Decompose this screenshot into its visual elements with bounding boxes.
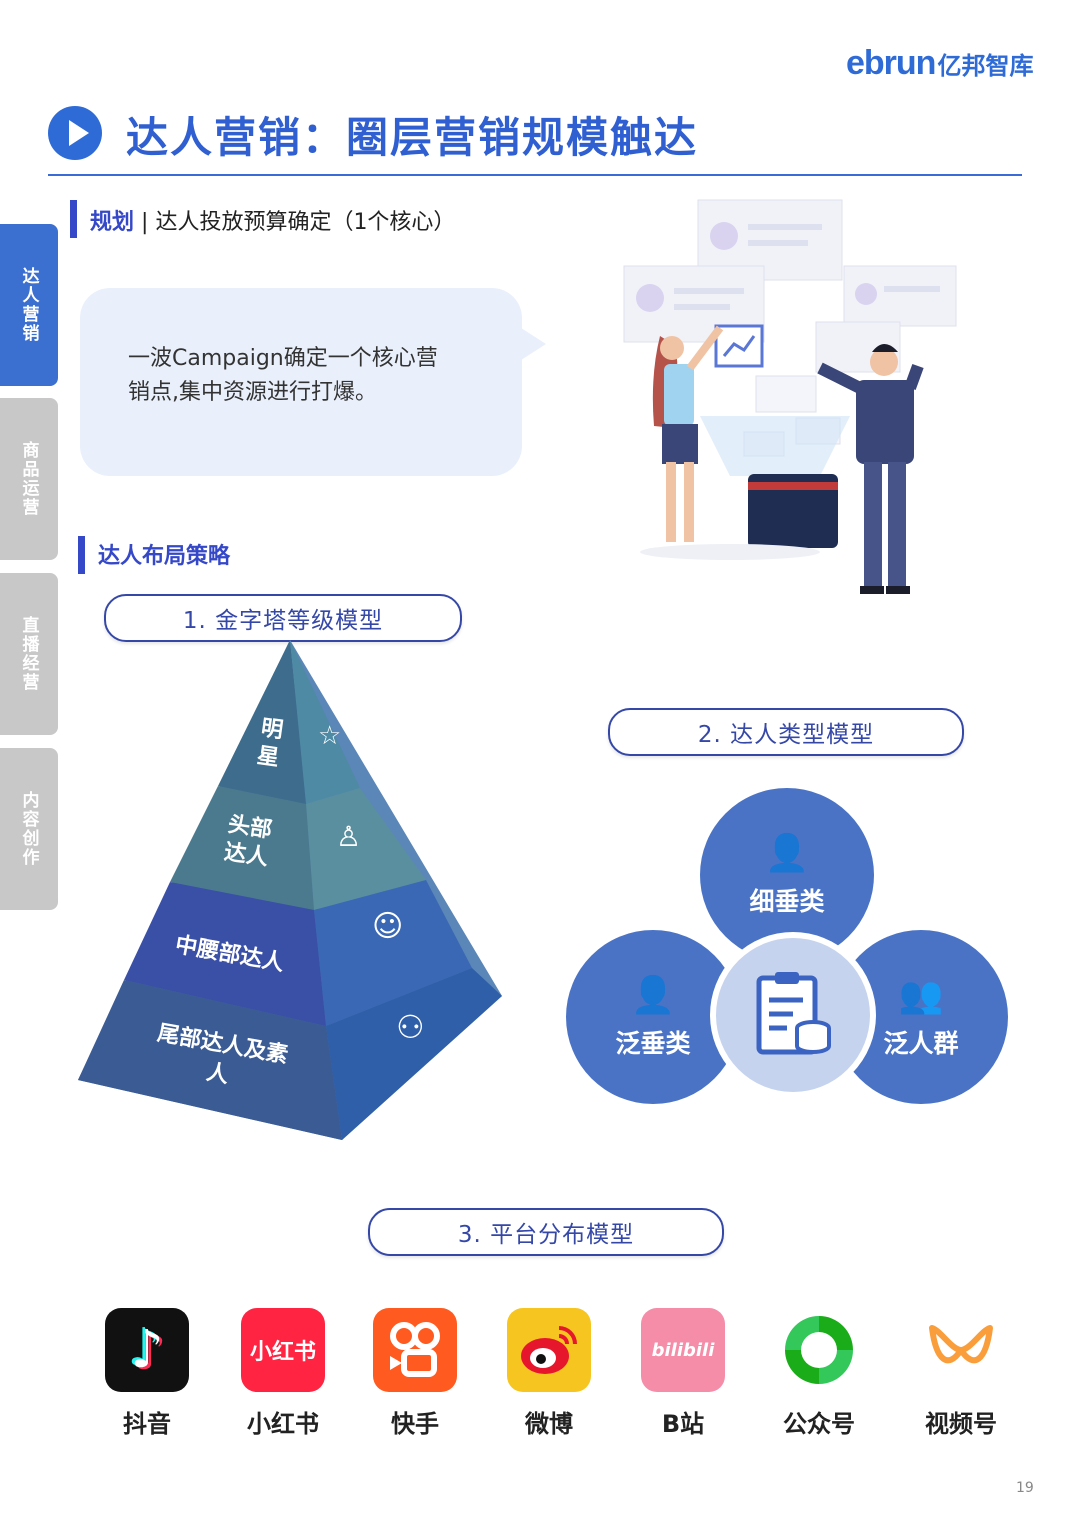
side-tab-live-operation[interactable]: 直播经营 xyxy=(0,573,58,735)
brand-latin: ebrun xyxy=(846,44,936,82)
xiaohongshu-icon: 小红书 xyxy=(241,1308,325,1392)
platform-label: 公众号 xyxy=(783,1410,855,1438)
side-tab-label: 内容创作 xyxy=(18,791,39,867)
page-title: 达人营销：圈层营销规模触达 xyxy=(126,113,699,162)
section1-sep: | xyxy=(141,210,149,235)
title-divider xyxy=(48,174,1022,176)
group-icon: 👥 xyxy=(898,975,944,1016)
bilibili-icon: bilibili xyxy=(641,1308,725,1392)
pyramid-diagram: ☆ ♙ ☺ ⚇ xyxy=(78,640,502,1140)
section1-text: 达人投放预算确定（1个核心） xyxy=(155,210,456,235)
platform-label: 视频号 xyxy=(925,1410,997,1438)
crowd-icon: ⚇ xyxy=(396,1008,425,1046)
circle-label: 泛垂类 xyxy=(615,1029,691,1058)
platform-label: B站 xyxy=(661,1410,705,1438)
bubble-text: 一波Campaign确定一个核心营销点,集中资源进行打爆。 xyxy=(128,346,438,405)
circle-label: 泛人群 xyxy=(883,1029,959,1058)
section1-heading: 规划 | 达人投放预算确定（1个核心） xyxy=(90,204,455,236)
platform-weibo: 微博 xyxy=(506,1308,592,1439)
platform-label: 小红书 xyxy=(247,1410,319,1438)
platform-bilibili: bilibili B站 xyxy=(640,1308,726,1439)
platform-channels: 视频号 xyxy=(918,1308,1004,1439)
side-tab-product-operation[interactable]: 商品运营 xyxy=(0,398,58,560)
platform-label: 快手 xyxy=(391,1410,439,1438)
businessman-icon: 👤 xyxy=(630,975,676,1016)
play-icon xyxy=(48,106,102,160)
side-tab-influencer-marketing[interactable]: 达人营销 xyxy=(0,224,58,386)
page-number: 19 xyxy=(1016,1480,1034,1496)
platform-label: 微博 xyxy=(525,1410,573,1438)
wechat-official-icon xyxy=(777,1308,861,1392)
side-tab-label: 直播经营 xyxy=(18,616,39,692)
platform-wechat-official: 公众号 xyxy=(776,1308,862,1439)
platform-kuaishou: 快手 xyxy=(372,1308,458,1439)
user-headset-icon: ♙ xyxy=(336,820,361,853)
pyramid-level-top: 头部达人 xyxy=(222,812,274,871)
section1-highlight: 规划 xyxy=(90,210,135,235)
center-document-circle xyxy=(710,932,876,1098)
weibo-icon xyxy=(507,1308,591,1392)
section-marker xyxy=(78,536,85,574)
pyramid-model-pill: 1. 金字塔等级模型 xyxy=(104,594,462,642)
platform-model-pill: 3. 平台分布模型 xyxy=(368,1208,724,1256)
kuaishou-icon xyxy=(373,1308,457,1392)
brand-logo: ebrun亿邦智库 xyxy=(846,44,1033,83)
side-tab-label: 商品运营 xyxy=(18,441,39,517)
channels-icon xyxy=(919,1308,1003,1392)
speech-bubble xyxy=(80,288,522,476)
circle-label: 细垂类 xyxy=(749,887,825,916)
people-dashboard-illustration xyxy=(623,199,957,594)
user-speaking-icon: ☺ xyxy=(372,909,403,944)
side-tab-content-creation[interactable]: 内容创作 xyxy=(0,748,58,910)
type-model-pill: 2. 达人类型模型 xyxy=(608,708,964,756)
platform-xiaohongshu: 小红书 小红书 xyxy=(240,1308,326,1439)
section2-heading: 达人布局策略 xyxy=(98,544,231,569)
platform-douyin: ♪ 抖音 xyxy=(104,1308,190,1439)
speech-bubble-tail xyxy=(518,326,546,362)
section-marker xyxy=(70,200,77,238)
document-database-icon xyxy=(756,972,831,1055)
user-icon: 👤 xyxy=(764,833,810,874)
platform-label: 抖音 xyxy=(123,1410,171,1438)
douyin-icon: ♪ xyxy=(105,1308,189,1392)
brand-cn: 亿邦智库 xyxy=(937,52,1034,80)
pyramid-level-star: 明星 xyxy=(255,715,285,772)
star-icon: ☆ xyxy=(318,721,341,751)
side-tab-label: 达人营销 xyxy=(18,267,39,343)
